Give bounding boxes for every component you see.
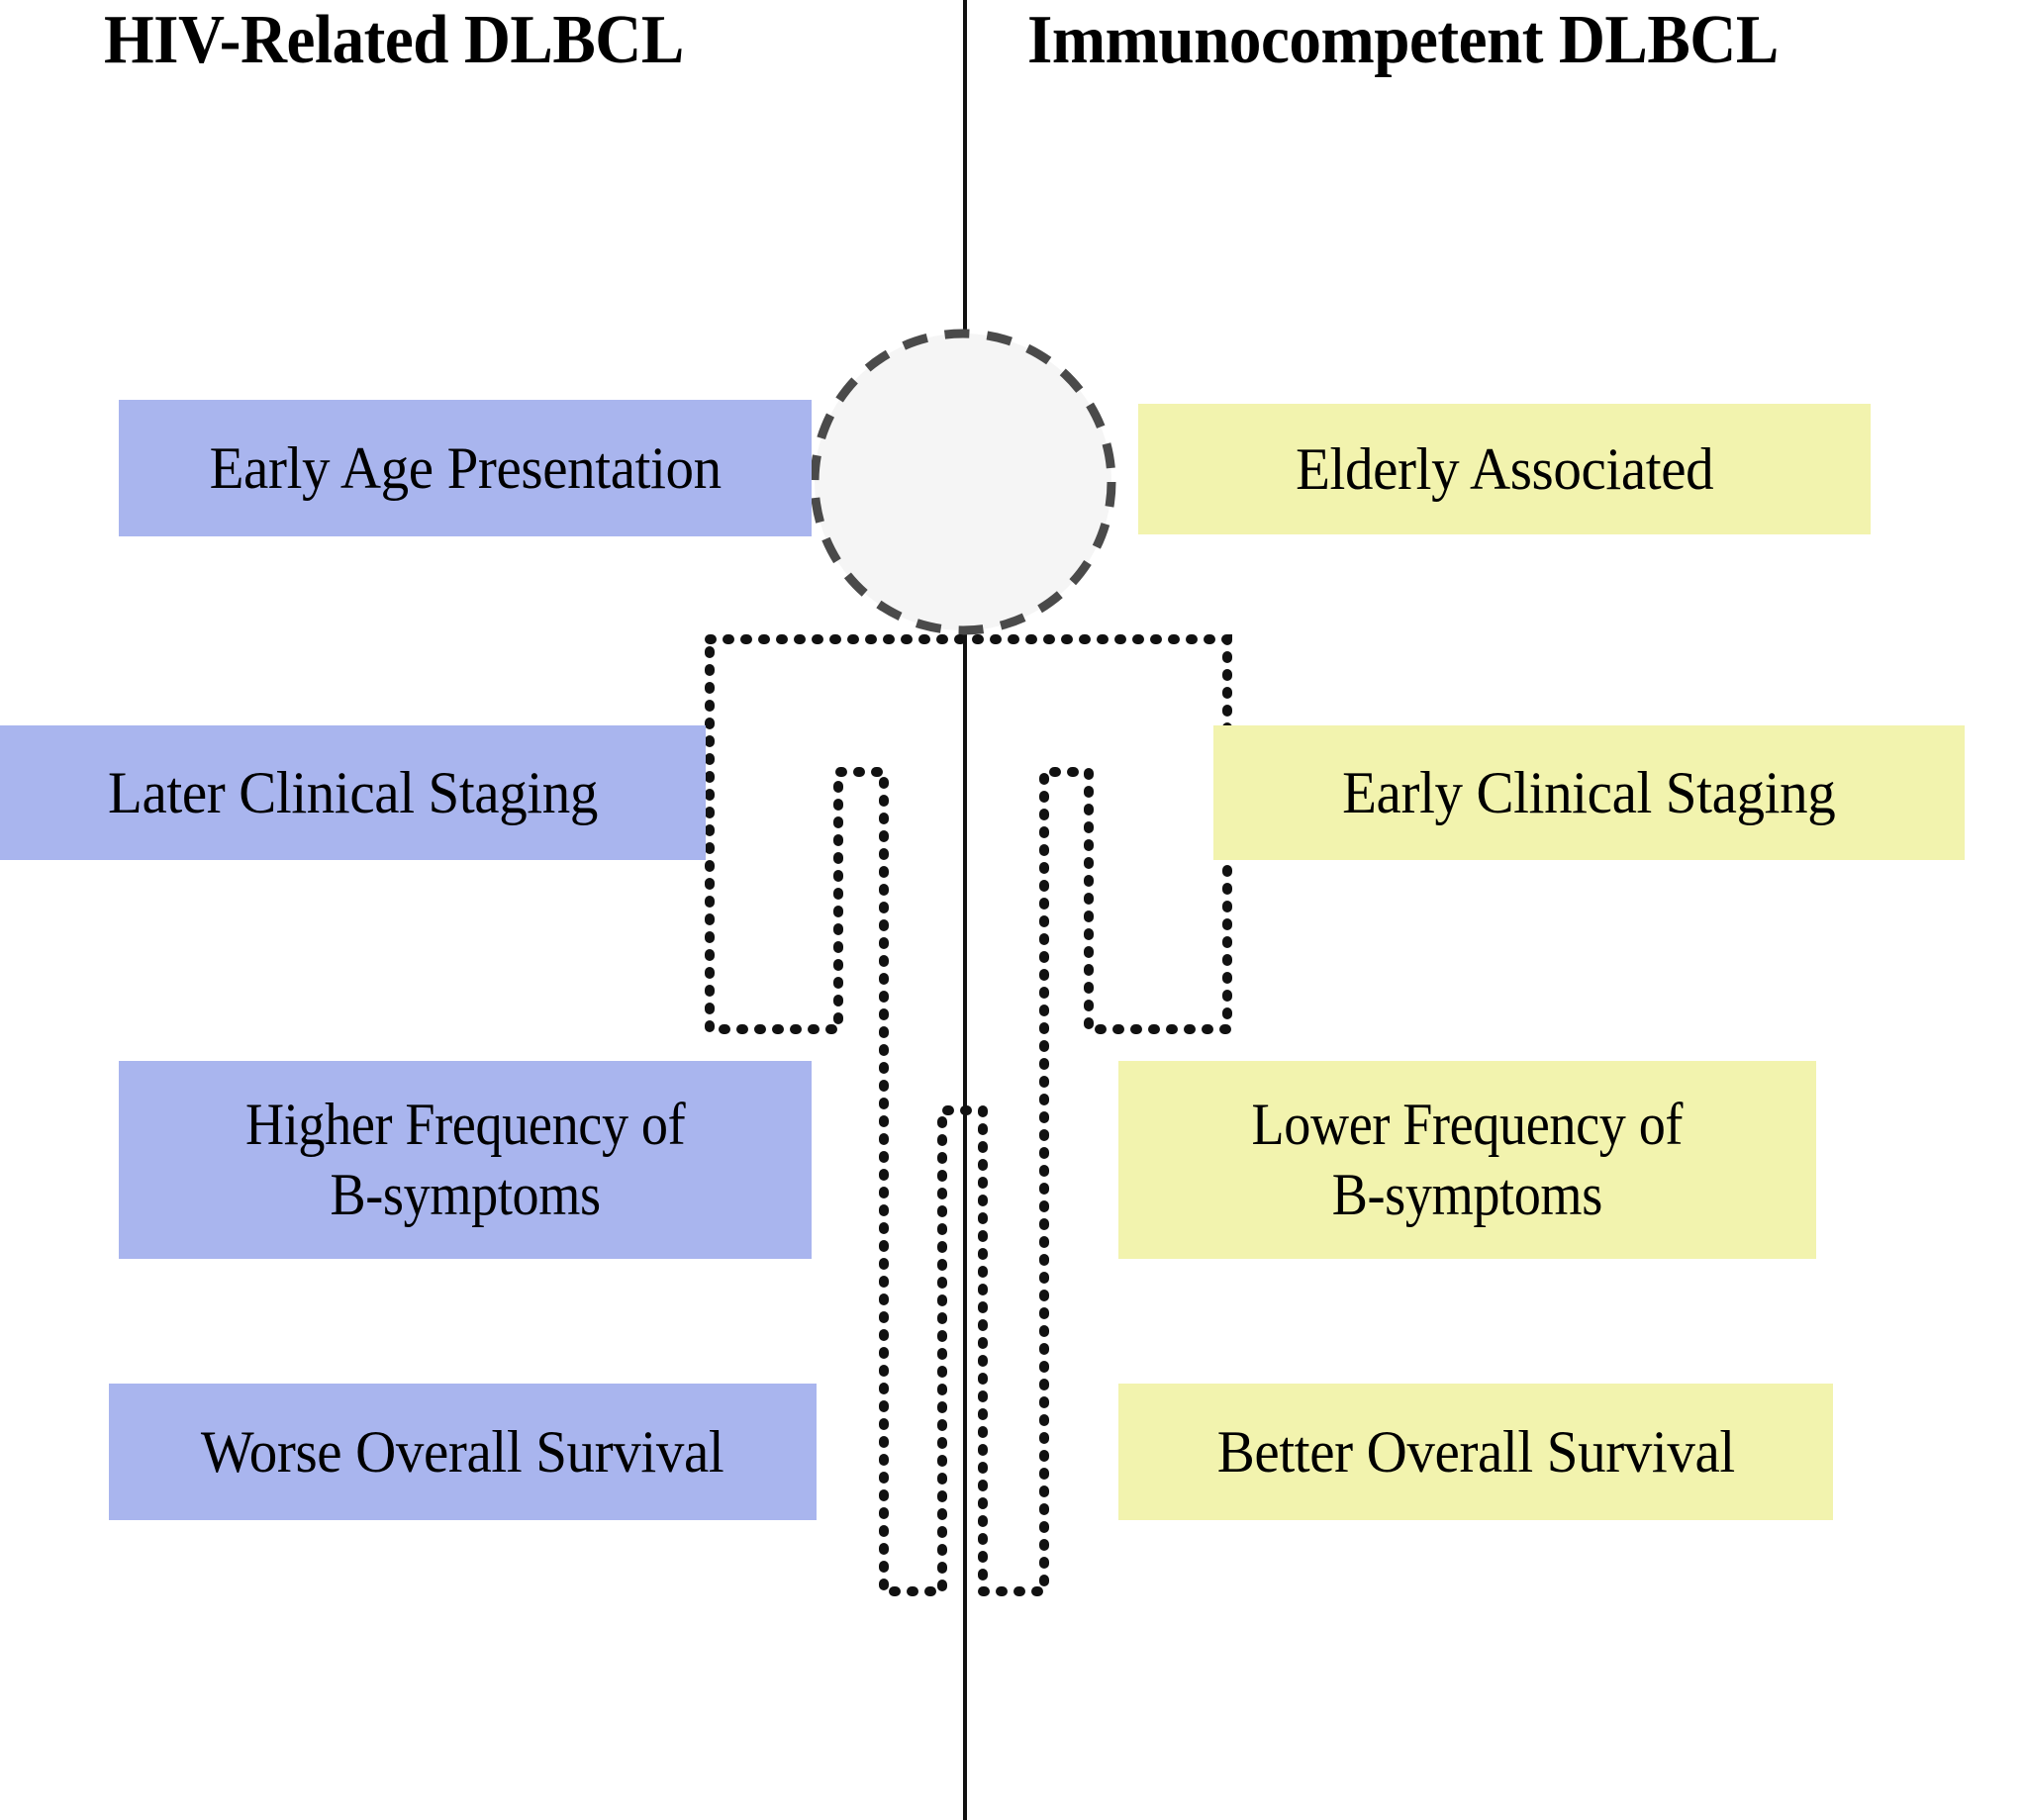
column-heading-left: HIV-Related DLBCL	[104, 2, 684, 78]
left-feature-label-3: Higher Frequency of B-symptoms	[234, 1090, 697, 1230]
left-feature-label-3-line1: Higher Frequency of	[244, 1092, 686, 1158]
right-feature-label-3-line2: B-symptoms	[1331, 1162, 1603, 1227]
right-feature-label-4: Better Overall Survival	[1216, 1418, 1735, 1485]
left-feature-label-2: Later Clinical Staging	[107, 759, 599, 825]
right-feature-label-3: Lower Frequency of B-symptoms	[1240, 1090, 1693, 1230]
center-divider-line	[963, 0, 967, 1820]
right-feature-label-2: Early Clinical Staging	[1342, 759, 1836, 825]
right-feature-label-3-line1: Lower Frequency of	[1251, 1092, 1684, 1158]
right-feature-box-2[interactable]: Early Clinical Staging	[1213, 725, 1965, 860]
left-feature-box-4[interactable]: Worse Overall Survival	[109, 1384, 817, 1520]
right-feature-box-4[interactable]: Better Overall Survival	[1118, 1384, 1833, 1520]
left-feature-label-3-line2: B-symptoms	[330, 1162, 601, 1227]
left-feature-box-2[interactable]: Later Clinical Staging	[0, 725, 706, 860]
right-feature-box-3[interactable]: Lower Frequency of B-symptoms	[1118, 1061, 1816, 1259]
left-feature-box-3[interactable]: Higher Frequency of B-symptoms	[119, 1061, 812, 1259]
right-feature-label-1: Elderly Associated	[1295, 435, 1714, 502]
right-feature-box-1[interactable]: Elderly Associated	[1138, 404, 1871, 534]
left-feature-label-1: Early Age Presentation	[209, 434, 722, 501]
left-feature-label-4: Worse Overall Survival	[201, 1418, 724, 1485]
column-heading-right: Immunocompetent DLBCL	[1027, 2, 1779, 78]
left-feature-box-1[interactable]: Early Age Presentation	[119, 400, 812, 536]
